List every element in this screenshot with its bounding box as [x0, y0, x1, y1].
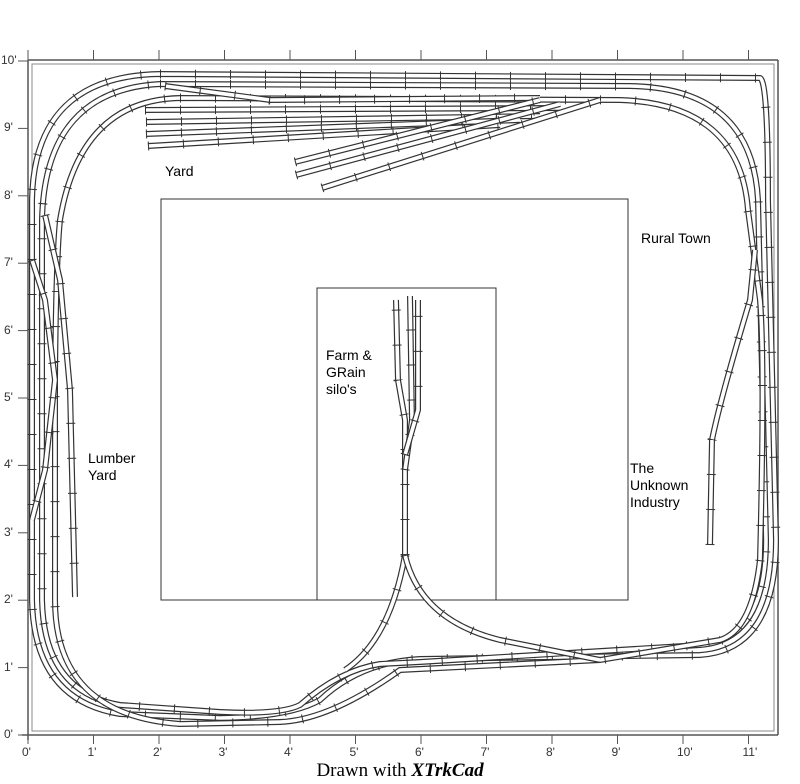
track-rails: [144, 106, 561, 112]
track-main-loop-outer: [27, 69, 781, 723]
track-rails: [147, 123, 501, 148]
y-tick-label: 0': [4, 727, 13, 741]
track-main-loop-inner: [50, 93, 767, 729]
x-tick-label: 1': [87, 745, 97, 759]
track-rails: [708, 249, 757, 546]
label-rural-town: Rural Town: [641, 230, 711, 246]
y-tick-label: 6': [4, 322, 13, 337]
caption-text: Drawn with: [316, 760, 407, 781]
track-yard-lead: [164, 81, 541, 105]
track-crossover-left-2: [27, 258, 60, 522]
track-ladder-track-1: [293, 95, 542, 167]
track-yard-track-1: [144, 103, 561, 115]
scenery-block-inner: [316, 287, 497, 601]
track-unknown-industry-spur: [705, 249, 760, 546]
track-farm-curve-right: [400, 553, 601, 665]
x-tick-label: 10': [677, 745, 693, 759]
caption: Drawn with XTrkCad: [0, 760, 800, 782]
track-rails: [53, 96, 765, 726]
x-tick-label: 5': [349, 745, 359, 759]
y-tick-label: 3': [4, 524, 13, 539]
y-tick-label: 1': [4, 659, 13, 674]
label-lumber-yard: Lumber Yard: [88, 450, 136, 483]
track-ties: [342, 554, 410, 674]
label-farm-grain-silos: Farm & GRain silo's: [326, 347, 372, 397]
track-rails: [403, 554, 601, 662]
track-ladder-track-2: [294, 99, 562, 180]
track-ties: [164, 81, 541, 105]
x-tick-label: 11': [742, 745, 758, 759]
y-tick-label: 10': [1, 53, 17, 67]
label-yard: Yard: [165, 163, 194, 179]
x-tick-label: 6': [415, 745, 424, 759]
track-yard-track-4: [147, 120, 501, 151]
x-tick-label: 7': [480, 745, 490, 759]
track-rails: [344, 554, 407, 672]
track-rails: [40, 82, 768, 715]
y-tick-label: 7': [4, 255, 13, 270]
x-tick-label: 2': [153, 745, 162, 759]
y-tick-label: 2': [4, 592, 13, 607]
track-main-loop-middle: [37, 79, 771, 718]
x-tick-label: 9': [611, 745, 621, 759]
caption-brand: XTrkCad: [411, 760, 484, 781]
track-crossover-left: [40, 213, 80, 598]
y-tick-label: 4': [4, 457, 13, 472]
track-rails: [394, 299, 407, 555]
scenery-block-outer: [160, 198, 629, 601]
track-farm-spur-main: [391, 299, 410, 555]
x-tick-label: 8': [546, 745, 555, 759]
track-rails: [29, 70, 780, 722]
track-rails: [30, 72, 778, 720]
track-farm-curve-left: [342, 554, 410, 674]
track-rails: [321, 98, 601, 190]
label-unknown-industry: The Unknown Industry: [630, 460, 689, 510]
track-ties: [293, 95, 542, 167]
track-rails: [343, 554, 408, 673]
x-tick-label: 3': [218, 745, 228, 759]
track-ties: [40, 213, 80, 598]
y-tick-label: 5': [4, 390, 13, 404]
track-rails: [30, 259, 57, 521]
track-rails: [403, 300, 420, 456]
track-farm-spur-3: [400, 300, 423, 457]
x-tick-label: 0': [22, 745, 31, 759]
track-rails: [707, 249, 758, 546]
track-ties: [27, 69, 781, 723]
y-tick-label: 9': [4, 120, 13, 135]
x-tick-label: 4': [284, 745, 293, 759]
track-rails: [295, 102, 561, 177]
track-ladder-track-3: [320, 95, 602, 193]
y-tick-label: 8': [4, 187, 13, 202]
